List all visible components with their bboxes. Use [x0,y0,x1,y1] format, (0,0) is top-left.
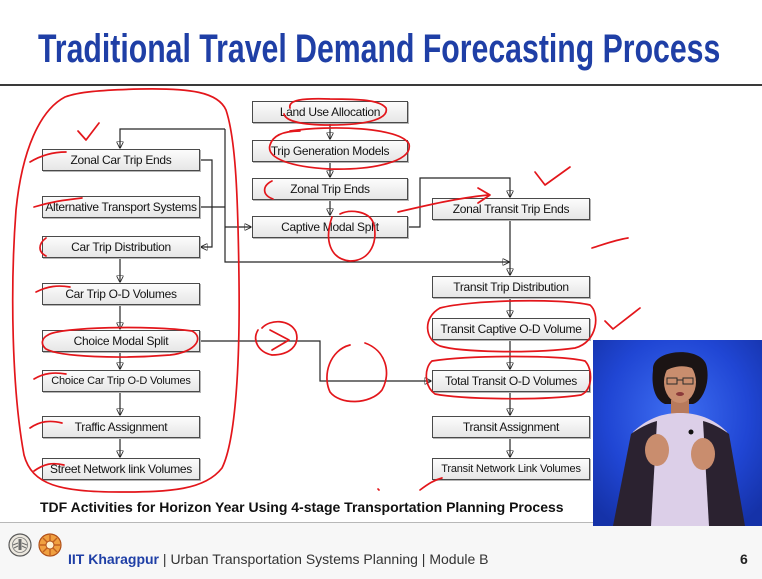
flow-box-traffic-assignment: Traffic Assignment [42,416,200,438]
footer-course: Urban Transportation Systems Planning [170,551,418,567]
presenter-video-inset [593,340,762,526]
flow-box-zonal-car-trip-ends: Zonal Car Trip Ends [42,149,200,171]
slide-title: Traditional Travel Demand Forecasting Pr… [38,27,721,71]
footer-course-info: IIT Kharagpur | Urban Transportation Sys… [68,551,488,567]
flow-box-zonal-transit-trip-ends: Zonal Transit Trip Ends [432,198,590,220]
connector-car-ends-to-distribution [200,159,213,247]
presenter-right-hand [691,438,715,470]
pen-check-mark [604,307,641,330]
connector-to-zonal-car-trip-ends [120,128,225,148]
pen-chevron [269,329,290,351]
footer-module: Module B [429,551,489,567]
flow-box-zonal-trip-ends: Zonal Trip Ends [252,178,408,200]
flow-box-land-use-allocation: Land Use Allocation [252,101,408,123]
flow-box-transit-network-link-volumes: Transit Network Link Volumes [432,458,590,480]
flow-box-car-trip-distribution: Car Trip Distribution [42,236,200,258]
flow-box-choice-car-trip-od-volumes: Choice Car Trip O-D Volumes [42,370,200,392]
pen-stroke [591,237,629,249]
flow-box-street-network-link-volumes: Street Network link Volumes [42,458,200,480]
flow-box-trip-generation-models: Trip Generation Models [252,140,408,162]
pen-check-mark [77,122,100,141]
iit-kharagpur-logo-icon [8,533,32,557]
page-number: 6 [740,551,748,567]
presenter-fringe [661,357,699,374]
logo-pillar [18,539,22,550]
flow-box-captive-modal-split: Captive Modal Split [252,216,408,238]
flow-box-choice-modal-split: Choice Modal Split [42,330,200,352]
pen-check-mark [534,166,571,186]
footer-separator: | [421,551,426,567]
logo-inner-ring [12,537,28,553]
nptel-logo-icon [38,533,62,557]
presenter-glasses [666,377,694,385]
footer-separator: | [162,551,167,567]
flow-box-total-transit-od-volumes: Total Transit O-D Volumes [432,370,590,392]
connector-choice-split-to-total-transit [200,340,431,381]
title-divider [0,84,762,86]
flow-box-alternative-transport-systems: Alternative Transport Systems [42,196,200,218]
slide-footer: IIT Kharagpur | Urban Transportation Sys… [0,522,762,579]
presenter-figure [593,340,762,526]
presenter-lapel-mic [688,429,694,435]
presenter-face [664,361,696,403]
flow-box-car-trip-od-volumes: Car Trip O-D Volumes [42,283,200,305]
logo-wings [12,542,28,549]
presenter-left-hand [645,434,669,466]
flow-box-transit-captive-od-volume: Transit Captive O-D Volume [432,318,590,340]
footer-institute: IIT Kharagpur [68,551,160,567]
presenter-neck [671,400,689,416]
slide-caption: TDF Activities for Horizon Year Using 4-… [40,499,564,515]
presenter-mouth [676,392,684,396]
pen-dot [377,488,380,491]
pen-circle-arrow [254,320,298,356]
flow-box-transit-trip-distribution: Transit Trip Distribution [432,276,590,298]
logo-center [45,540,55,550]
flow-box-transit-assignment: Transit Assignment [432,416,590,438]
pen-circle-middle [326,342,388,403]
